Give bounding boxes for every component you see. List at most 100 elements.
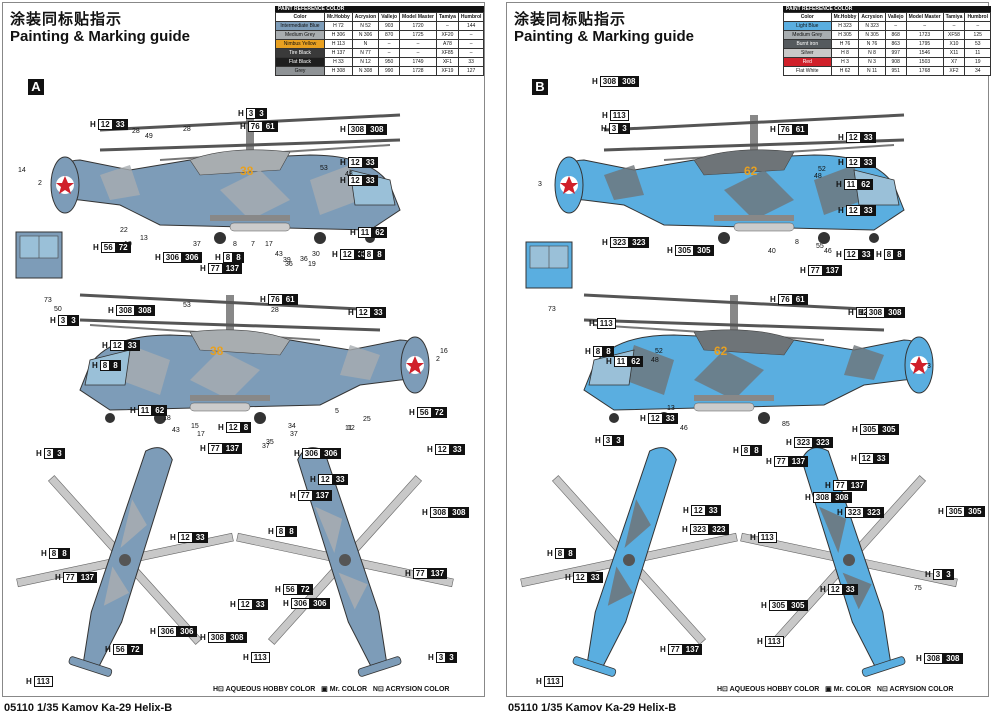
hobby-prefix: H: [876, 250, 882, 259]
hobby-prefix: H: [340, 176, 346, 185]
hobby-prefix: H: [340, 158, 346, 167]
helicopter-drawings: 626235248408554673524813554685375: [520, 113, 958, 677]
side-number: 38: [240, 164, 254, 178]
table-caption: PAINT REFERENCE COLOR: [275, 6, 485, 12]
camo-patch: [103, 566, 130, 606]
mr-color-code: 8: [240, 422, 252, 433]
part-callout-number: 28: [132, 128, 140, 135]
hobby-code: 12: [347, 175, 363, 186]
hobby-prefix: H: [602, 238, 608, 247]
mr-color-code: 62: [372, 227, 388, 238]
mr-color-code: 61: [282, 294, 298, 305]
hobby-code: 12: [434, 444, 450, 455]
hobby-code: 77: [207, 443, 223, 454]
hobby-prefix: H: [852, 425, 858, 434]
part-callout-number: 39: [283, 257, 291, 264]
hobby-code: 12: [827, 584, 843, 595]
rotor-hub: [119, 554, 131, 566]
fuel-tank: [733, 222, 795, 232]
part-callout-number: 48: [651, 357, 659, 364]
rotor-blade: [603, 113, 905, 132]
hobby-code: 113: [596, 318, 616, 329]
engine-cowling: [693, 329, 795, 356]
mr-color-code: 308: [449, 507, 469, 518]
mr-color-code: 306: [182, 252, 202, 263]
hobby-code: 8: [554, 548, 566, 559]
hobby-prefix: H: [422, 508, 428, 517]
color-swatch: Grey: [275, 66, 325, 76]
camo-patch: [100, 165, 140, 200]
hobby-code: 12: [177, 532, 193, 543]
hobby-prefix: H: [405, 569, 411, 578]
wheel: [718, 232, 730, 244]
mr-color-code: 308: [832, 492, 852, 503]
hobby-code: 308: [599, 76, 620, 87]
table-cell: 1768: [905, 66, 944, 76]
hobby-prefix: H: [667, 246, 673, 255]
hobby-prefix: H: [660, 645, 666, 654]
hobby-code: 308: [207, 632, 228, 643]
part-callout-number: 15: [191, 423, 199, 430]
rotor-hub: [623, 554, 635, 566]
mr-color-code: 33: [860, 157, 876, 168]
camo-patch: [624, 499, 651, 549]
mr-color-code: 323: [864, 507, 884, 518]
hobby-prefix: H: [733, 446, 739, 455]
engine-cowling: [189, 149, 291, 176]
table-cell: XF2: [942, 66, 966, 76]
helicopter-side-view: 62: [554, 113, 905, 244]
hobby-code: 8: [275, 526, 287, 537]
table-cell: 1728: [399, 66, 437, 76]
hobby-code: 113: [250, 652, 270, 663]
mr-color-code: 3: [943, 569, 954, 580]
hobby-code: 12: [572, 572, 588, 583]
part-callout-number: 37: [290, 431, 298, 438]
hobby-code: 8: [363, 249, 375, 260]
hobby-code: 3: [43, 448, 55, 459]
hobby-prefix: H: [105, 645, 111, 654]
hobby-prefix: H: [766, 457, 772, 466]
hobby-prefix: H: [838, 133, 844, 142]
hobby-prefix: H: [218, 423, 224, 432]
part-callout-number: 14: [18, 167, 26, 174]
part-callout-number: 50: [54, 306, 62, 313]
mr-color-code: 33: [192, 532, 208, 543]
mr-color-code: 33: [858, 249, 874, 260]
part-callout-number: 37: [262, 443, 270, 450]
mr-color-code: 137: [847, 480, 868, 491]
wheel: [105, 413, 115, 423]
mr-color-code: 305: [694, 245, 714, 256]
hobby-code: 56: [416, 407, 432, 418]
mr-color-code: 8: [603, 346, 614, 357]
hobby-code: 56: [100, 242, 116, 253]
part-callout-number: 12: [347, 425, 355, 432]
part-callout-number: 52: [818, 166, 826, 173]
mr-color-code: 3: [68, 315, 79, 326]
hobby-code: 3: [608, 123, 620, 134]
part-callout-number: 55: [816, 243, 824, 250]
part-callout-number: 36: [300, 256, 308, 263]
camo-patch: [338, 572, 368, 610]
hobby-code: 76: [777, 124, 793, 135]
red-star: [910, 356, 928, 374]
mr-color-code: 306: [177, 626, 197, 637]
